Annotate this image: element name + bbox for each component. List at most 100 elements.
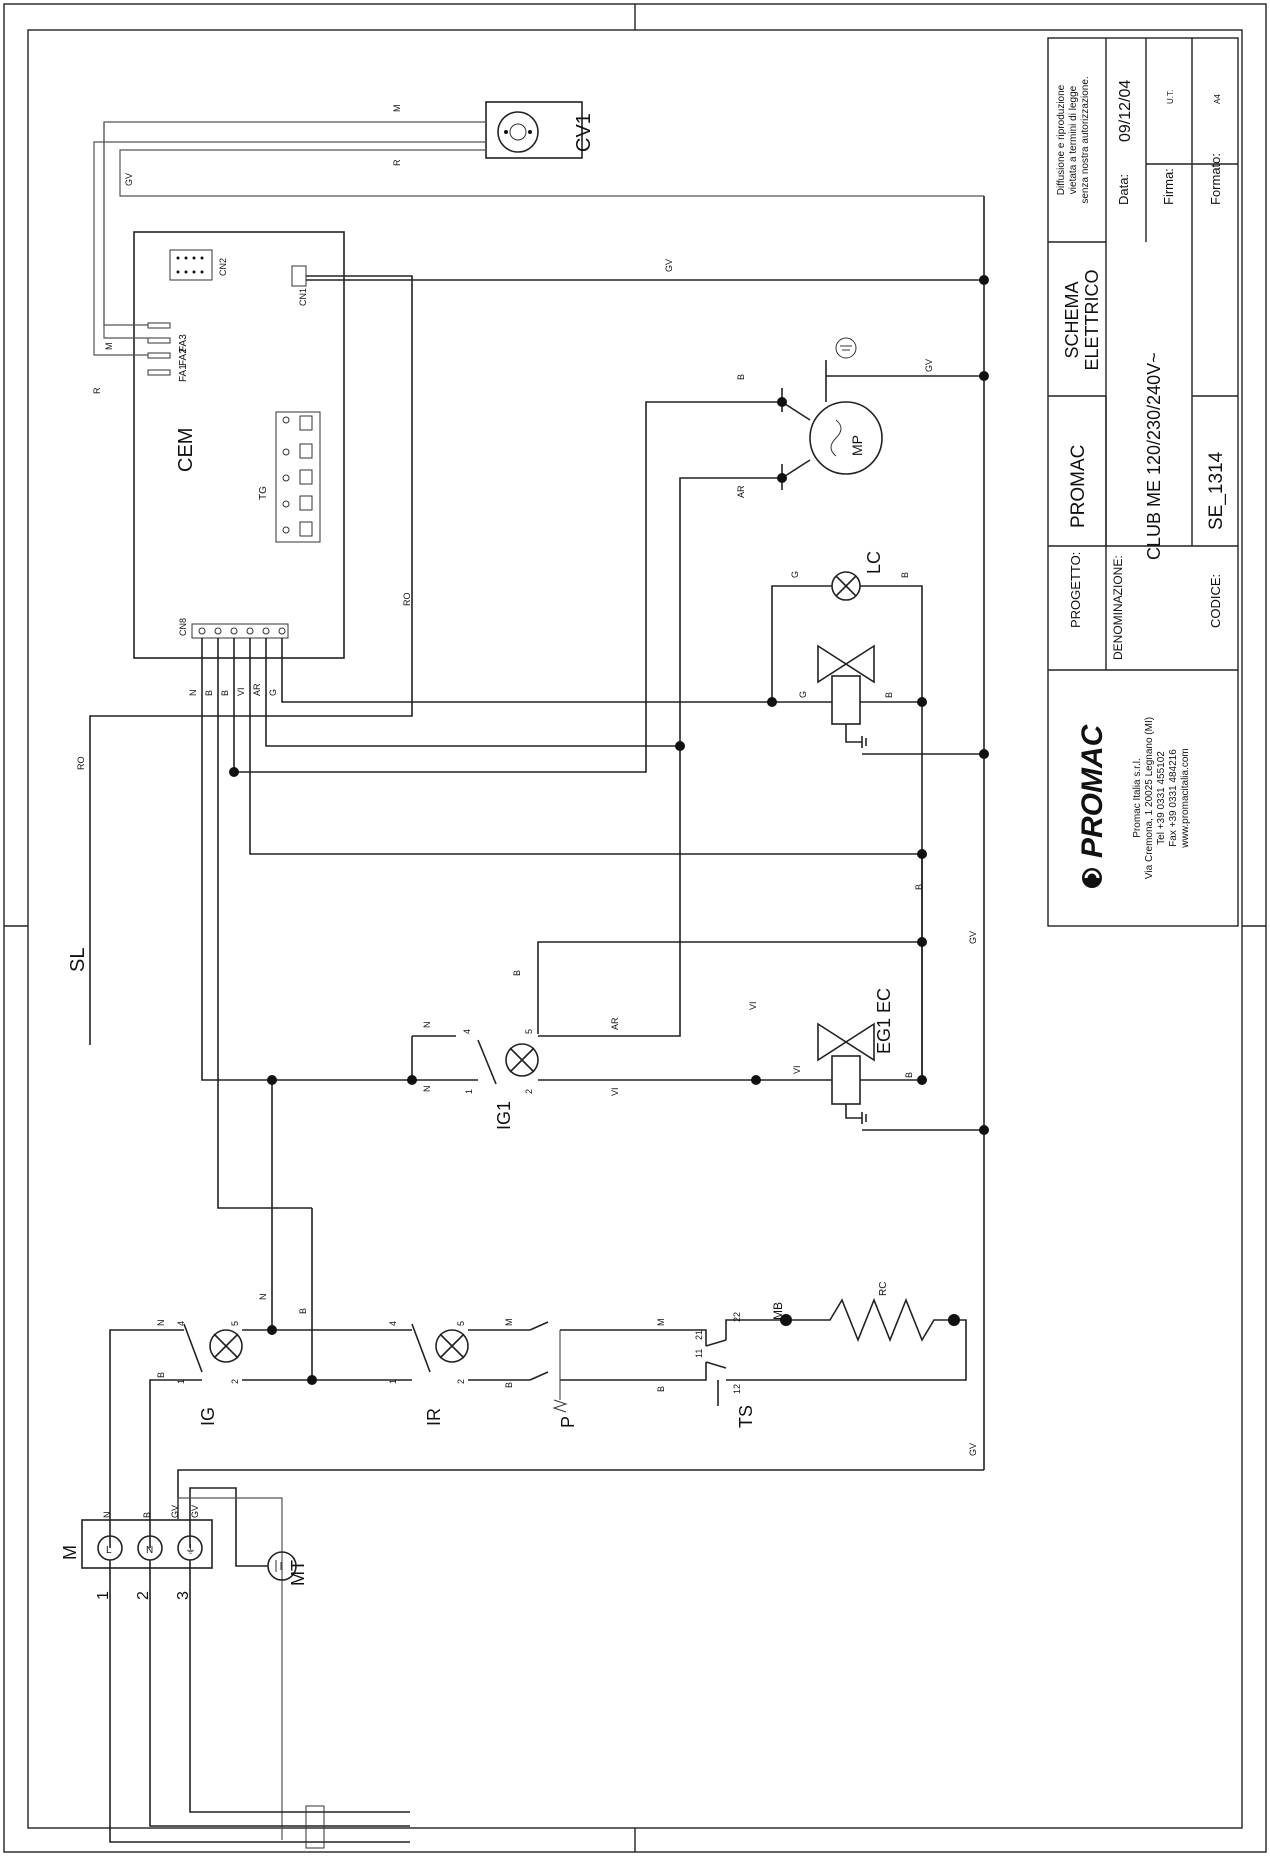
wire-label-b-ig1: B — [512, 970, 522, 976]
wire-label-n-cn8: N — [188, 690, 198, 697]
title-block: Diffusione e riproduzione vietata a term… — [1047, 37, 1239, 927]
wire-label-b-ir: B — [504, 1382, 514, 1388]
progetto-label: PROGETTO: — [1068, 552, 1083, 628]
wire-label-m-p: M — [656, 1319, 666, 1327]
p-pressure-switch: P — [529, 1321, 707, 1428]
wire-label-gv-terminal-2: GV — [190, 1505, 200, 1518]
wire-label-vi-cn8: VI — [236, 687, 246, 696]
cn2-label: CN2 — [218, 258, 228, 276]
ig1-label: IG1 — [494, 1101, 514, 1130]
wire-label-vi-valve: VI — [792, 1065, 802, 1074]
codice-label: CODICE: — [1208, 574, 1223, 628]
formato-value: A4 — [1213, 94, 1222, 104]
wire-label-gv-cn1: GV — [664, 259, 674, 272]
lc-label: LC — [864, 551, 884, 574]
tg-keypad — [275, 411, 321, 543]
company-tel: Tel +39 0331 455102 — [1156, 751, 1167, 845]
wire-label-b-ig: B — [156, 1372, 166, 1378]
wire-label-gv-bottom: GV — [968, 1443, 978, 1456]
firma-value: U.T. — [1166, 90, 1175, 104]
fa2-label: FA2 — [178, 348, 189, 366]
p-label: P — [558, 1416, 578, 1428]
ir-switch[interactable]: IR — [411, 1323, 530, 1426]
m-label: M — [60, 1545, 80, 1560]
fa1-label: FA1 — [178, 364, 189, 382]
wire-label-n-terminal: N — [102, 1512, 112, 1519]
wire-label-ro-board: RO — [402, 593, 412, 607]
outer-border — [3, 3, 1267, 1853]
wire-label-m-ir: M — [504, 1319, 514, 1327]
wire-label-ar-ig1: AR — [610, 1017, 620, 1030]
ir-label: IR — [424, 1408, 444, 1426]
contact-numbers: 4 1 5 2 4 1 5 2 4 1 5 2 11 21 12 22 — [176, 1029, 742, 1394]
schema-title-line-2: ELETTRICO — [1082, 269, 1102, 370]
wire-label-gv-motor: GV — [924, 359, 934, 372]
wiring: MP LC EG1 EC — [60, 121, 989, 1849]
denominazione-label: DENOMINAZIONE: — [1111, 555, 1125, 660]
wire-labels: M R GV R M GV B AR GV G B G B RO RO N B … — [76, 105, 978, 1519]
wire-label-b-valve: B — [884, 692, 894, 698]
wire-label-b-motor: B — [736, 374, 746, 380]
wire-label-b-valve2: B — [904, 1072, 914, 1078]
ig-contact-2: 2 — [230, 1379, 240, 1384]
wire-label-vi-right: VI — [748, 1001, 758, 1010]
tg-label: TG — [258, 486, 269, 500]
mb-contact-22: 22 — [732, 1312, 742, 1322]
codice-value: SE_1314 — [1206, 451, 1227, 530]
cn1-connector — [291, 265, 307, 287]
ig1-switch[interactable]: IG1 — [412, 746, 922, 1130]
cv1-label: CV1 — [573, 113, 595, 152]
wire-label-ro-left: RO — [76, 757, 86, 771]
terminal-numbers: 1 2 3 — [95, 1591, 192, 1600]
ts-mb-thermostat: TS MB — [705, 1302, 967, 1428]
ig-contact-5: 5 — [230, 1321, 240, 1326]
progetto-value: PROMAC — [1068, 445, 1089, 528]
ts-contact-12: 12 — [732, 1384, 742, 1394]
notice-line-1: Diffusione e riproduzione — [1056, 84, 1067, 195]
ig-main-switch[interactable]: IG — [109, 1323, 412, 1548]
firma-label: Firma: — [1161, 168, 1176, 205]
wire-label-n-ig: N — [156, 1320, 166, 1327]
wire-label-b-p: B — [656, 1386, 666, 1392]
ts-contact-21: 21 — [694, 1330, 704, 1340]
terminal-number-1: 1 — [95, 1591, 112, 1600]
data-value: 09/12/04 — [1117, 80, 1134, 142]
mt-earth: MT — [267, 1551, 308, 1586]
company-name: Promac Italia s.r.l. — [1132, 758, 1143, 837]
wire-label-g-lamp: G — [790, 571, 800, 578]
ig1-contact-2: 2 — [524, 1089, 534, 1094]
ts-contact-11: 11 — [694, 1349, 704, 1358]
logo-text: PROMAC — [1076, 723, 1109, 858]
company-web: www.promacitalia.com — [1180, 748, 1191, 848]
plug-n-letter: N — [146, 1545, 153, 1556]
ig1-contact-4: 4 — [462, 1029, 472, 1034]
sl-label: SL — [67, 948, 89, 972]
wire-label-b2-cn8: B — [220, 690, 230, 696]
wire-label-vi-ig1: VI — [610, 1087, 620, 1096]
wire-label-b-mid: B — [298, 1308, 308, 1314]
wire-label-ar-cn8: AR — [252, 683, 262, 696]
notice-line-3: senza nostra autorizzazione. — [1080, 76, 1091, 203]
ir-contact-1: 1 — [388, 1379, 398, 1384]
inner-border — [27, 29, 1243, 1829]
ig-contact-1: 1 — [176, 1379, 186, 1384]
eg1-solenoid-valve: EG1 EC — [756, 988, 922, 1124]
cn2-connector — [169, 249, 213, 281]
schema-title-line-1: SCHEMA — [1062, 281, 1082, 358]
mp-label: MP — [849, 435, 865, 456]
wire-label-b-lamp: B — [900, 572, 910, 578]
wire-label-n-ig1: N — [422, 1086, 432, 1093]
cem-label: CEM — [175, 428, 197, 472]
wire-label-n-mid: N — [258, 1294, 268, 1301]
wire-label-ar-motor: AR — [736, 485, 746, 498]
junction-dots — [229, 275, 989, 1385]
terminal-number-3: 3 — [175, 1591, 192, 1600]
eg1-label: EG1 EC — [874, 988, 894, 1054]
rc-label: RC — [878, 1282, 889, 1296]
denominazione-value: CLUB ME 120/230/240V~ — [1144, 352, 1164, 560]
plug-earth-letter: ⏚ — [185, 1543, 196, 1556]
promac-logo: PROMAC — [1076, 723, 1109, 888]
notice-line-2: vietata a termini di legge — [1068, 85, 1079, 194]
cn8-connector — [191, 623, 289, 639]
